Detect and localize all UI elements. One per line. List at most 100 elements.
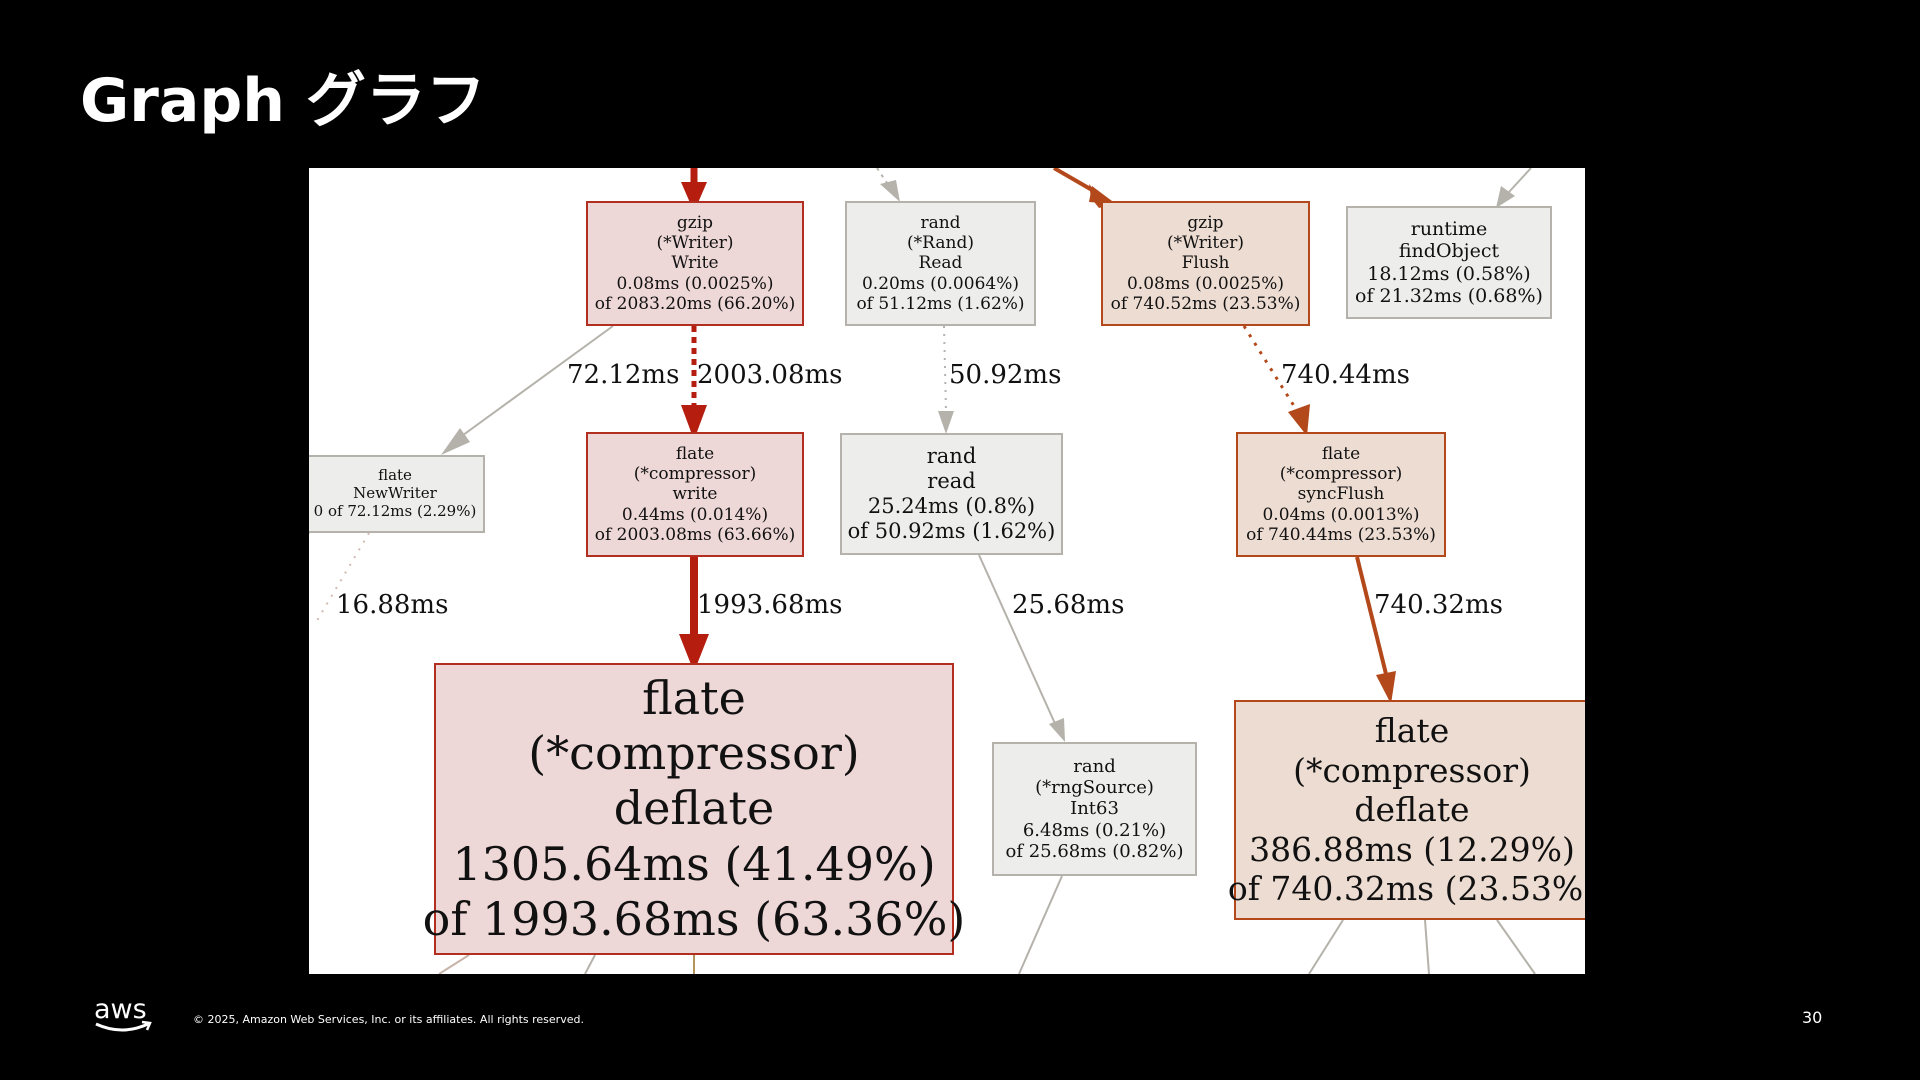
node-line: read [927,469,976,494]
arrowhead-icon [938,411,954,434]
node-line: of 740.44ms (23.53%) [1246,524,1436,545]
node-line: (*compressor) [528,726,860,781]
node-line: of 25.68ms (0.82%) [1005,840,1184,862]
edge-sync-out-3 [1496,919,1536,974]
edge-sync-out-2 [1424,919,1430,974]
arrowhead-icon [1496,186,1515,208]
slide-title: Graph グラフ [80,66,486,136]
arrowhead-icon [679,634,709,672]
arrowhead-icon [681,405,707,440]
arrowhead-icon [1049,718,1065,742]
edge-label: 740.44ms [1281,360,1410,390]
edge-syncflush-deflate [1355,556,1389,679]
node-line: (*compressor) [633,464,757,485]
node-line: deflate [1354,790,1470,830]
edge-write-newwriter [458,325,614,439]
node-line: write [672,484,718,505]
node-line: Int63 [1070,798,1119,820]
edge-label: 16.88ms [336,590,449,620]
node-line: findObject [1398,240,1500,263]
node-line: (*compressor) [1279,464,1403,485]
node-line: 1305.64ms (41.49%) [452,836,936,891]
node-line: of 740.32ms (23.53%) [1227,869,1585,909]
node-line: flate [378,466,412,485]
node-line: 0.44ms (0.014%) [621,504,769,525]
node-flate-compressor-syncflush[interactable]: flate (*compressor) syncFlush 0.04ms (0.… [1236,432,1446,557]
node-line: flate [1321,444,1361,465]
node-line: 25.24ms (0.8%) [867,494,1036,518]
node-line: Write [671,253,719,274]
arrowhead-icon [1089,186,1116,204]
node-line: of 50.92ms (1.62%) [847,518,1056,543]
node-line: of 51.12ms (1.62%) [856,293,1025,314]
node-gzip-writer-flush[interactable]: gzip (*Writer) Flush 0.08ms (0.0025%) of… [1101,201,1310,326]
arrowhead-icon [1376,671,1396,704]
aws-logo-text: aws [94,994,147,1025]
edge-deflate-out-2 [584,954,596,974]
profile-graph: gzip (*Writer) Write 0.08ms (0.0025%) of… [309,168,1585,974]
node-line: rand [926,444,977,469]
edge-int63-out [1018,875,1063,974]
arrowhead-icon [880,180,900,202]
node-rand-read[interactable]: rand read 25.24ms (0.8%) of 50.92ms (1.6… [840,433,1063,555]
node-line: of 21.32ms (0.68%) [1355,284,1543,307]
node-line: runtime [1410,217,1488,240]
node-line: (*compressor) [1293,750,1531,790]
edge-deflate-out-1 [438,954,470,974]
node-rand-rngsource-int63[interactable]: rand (*rngSource) Int63 6.48ms (0.21%) o… [992,742,1197,876]
node-line: 0 of 72.12ms (2.29%) [313,501,477,520]
edge-label: 25.68ms [1012,590,1125,620]
node-line: syncFlush [1297,484,1385,505]
node-line: rand [1073,755,1116,777]
copyright-text: © 2025, Amazon Web Services, Inc. or its… [193,1013,584,1026]
node-line: (*Rand) [907,233,974,254]
node-line: 18.12ms (0.58%) [1367,262,1531,285]
node-line: gzip [676,213,714,234]
node-line: deflate [613,781,775,836]
aws-logo: aws [92,992,156,1036]
page-number: 30 [1802,1008,1823,1027]
node-runtime-findobject[interactable]: runtime findObject 18.12ms (0.58%) of 21… [1346,206,1552,319]
edge-label: 2003.08ms [697,360,843,390]
node-flate-compressor-write[interactable]: flate (*compressor) write 0.44ms (0.014%… [586,432,804,557]
node-line: flate [675,444,715,465]
node-line: 0.08ms (0.0025%) [1126,273,1284,294]
edge-flush-syncflush [1242,325,1301,415]
edge-label: 72.12ms [567,360,680,390]
arrowhead-icon [681,182,707,212]
edge-sync-out-1 [1308,919,1344,974]
node-line: flate [1374,711,1450,751]
node-line: gzip [1187,213,1224,234]
node-flate-compressor-deflate-sync[interactable]: flate (*compressor) deflate 386.88ms (12… [1228,700,1585,920]
edge-label: 740.32ms [1374,590,1503,620]
node-line: (*Writer) [656,233,734,254]
node-line: flate [642,671,746,726]
arrowhead-icon [1288,404,1310,436]
node-line: of 1993.68ms (63.36%) [422,891,966,946]
node-line: NewWriter [353,484,437,503]
edge-label: 1993.68ms [697,590,843,620]
node-line: rand [920,213,961,234]
node-gzip-writer-write[interactable]: gzip (*Writer) Write 0.08ms (0.0025%) of… [586,201,804,326]
node-line: Flush [1181,253,1230,274]
node-line: 386.88ms (12.29%) [1249,829,1575,869]
node-line: of 2083.20ms (66.20%) [594,293,796,314]
arrowhead-icon [441,428,470,455]
edge-label: 50.92ms [949,360,1062,390]
node-line: (*Writer) [1166,233,1245,254]
node-line: (*rngSource) [1035,777,1154,799]
node-flate-newwriter[interactable]: flate NewWriter 0 of 72.12ms (2.29%) [309,455,485,533]
node-line: 0.20ms (0.0064%) [861,273,1019,294]
edge-read-int63 [978,554,1058,729]
graph-edges [309,168,1536,974]
node-line: 6.48ms (0.21%) [1022,819,1167,841]
node-flate-compressor-deflate-main[interactable]: flate (*compressor) deflate 1305.64ms (4… [423,663,965,955]
node-line: Read [918,253,963,274]
node-rand-rand-read[interactable]: rand (*Rand) Read 0.20ms (0.0064%) of 51… [845,201,1036,326]
node-line: of 2003.08ms (63.66%) [594,524,796,545]
edge-into-findobject [1508,168,1532,193]
node-line: 0.08ms (0.0025%) [616,273,774,294]
node-line: of 740.52ms (23.53%) [1110,293,1301,314]
node-line: 0.04ms (0.0013%) [1262,504,1420,525]
edge-randRead-read [943,325,947,412]
